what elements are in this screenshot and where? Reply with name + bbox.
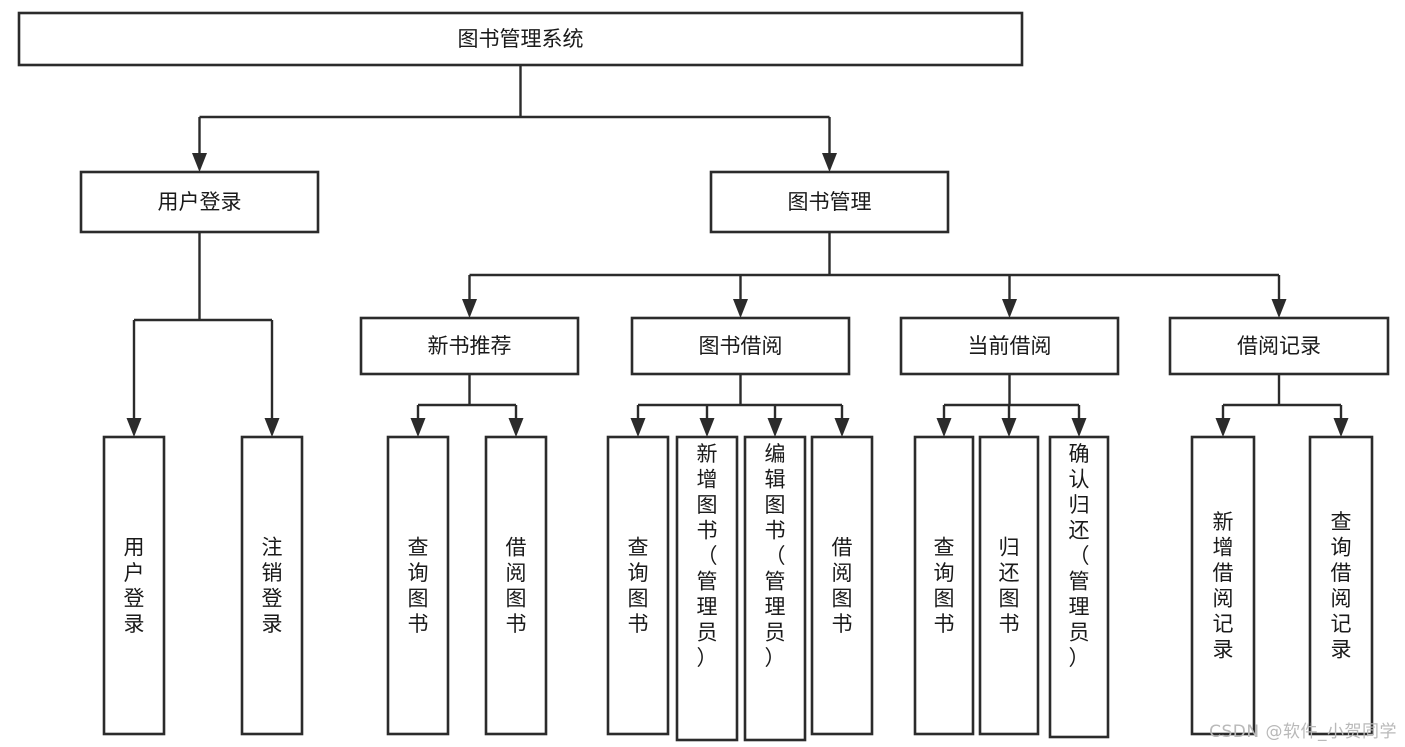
node-cb-return-book-label: 归还图书: [999, 535, 1020, 636]
node-nbr-borrow-book-label: 借阅图书: [506, 535, 527, 636]
node-book-manage[interactable]: 图书管理: [709, 170, 950, 234]
connector-arrowhead: [733, 299, 748, 318]
connector-arrowhead: [264, 418, 280, 437]
node-current-borrow-rect: [899, 316, 1120, 376]
node-br-query-record[interactable]: 查询借阅记录: [1308, 435, 1374, 736]
node-bb-add-book-rect: [675, 435, 739, 742]
node-nbr-borrow-book-rect: [484, 435, 548, 736]
node-br-add-record-label: 新增借阅记录: [1213, 510, 1234, 662]
connector-arrowhead: [462, 299, 477, 318]
node-bb-edit-book[interactable]: 编辑图书（管理员）: [743, 435, 807, 742]
node-br-add-record[interactable]: 新增借阅记录: [1190, 435, 1256, 736]
node-bb-edit-book-label: 编辑图书（管理员）: [765, 442, 786, 670]
node-cb-query-book[interactable]: 查询图书: [913, 435, 975, 736]
node-nbr-query-book-rect: [386, 435, 450, 736]
node-leaf-user-login[interactable]: 用户登录: [102, 435, 166, 736]
connector-arrowhead: [630, 418, 646, 437]
node-cb-confirm-return[interactable]: 确认归还（管理员）: [1048, 435, 1110, 739]
node-book-manage-label: 图书管理: [788, 190, 872, 214]
node-user-login-rect: [79, 170, 320, 234]
node-cb-return-book[interactable]: 归还图书: [978, 435, 1040, 736]
node-book-manage-rect: [709, 170, 950, 234]
node-book-borrow-label: 图书借阅: [699, 334, 783, 358]
connector-arrowhead: [126, 418, 142, 437]
node-borrow-record-label: 借阅记录: [1237, 334, 1321, 358]
node-bb-edit-book-rect: [743, 435, 807, 742]
node-bb-borrow-book-label: 借阅图书: [832, 535, 853, 636]
node-book-borrow[interactable]: 图书借阅: [630, 316, 851, 376]
node-nbr-query-book[interactable]: 查询图书: [386, 435, 450, 736]
connector-arrowhead: [822, 153, 837, 172]
boxes-layer: 图书管理系统用户登录图书管理新书推荐图书借阅当前借阅借阅记录用户登录注销登录查询…: [17, 11, 1390, 742]
node-borrow-record-rect: [1168, 316, 1390, 376]
connector-arrowhead: [1271, 299, 1287, 318]
node-leaf-user-login-rect: [102, 435, 166, 736]
connector-arrowhead: [1071, 418, 1087, 437]
node-bb-query-book-label: 查询图书: [628, 535, 649, 636]
node-new-book-rec-rect: [359, 316, 580, 376]
node-leaf-logout-rect: [240, 435, 304, 736]
node-current-borrow[interactable]: 当前借阅: [899, 316, 1120, 376]
node-br-query-record-rect: [1308, 435, 1374, 736]
node-cb-confirm-return-rect: [1048, 435, 1110, 739]
node-user-login[interactable]: 用户登录: [79, 170, 320, 234]
node-root-system[interactable]: 图书管理系统: [17, 11, 1024, 67]
node-br-query-record-label: 查询借阅记录: [1331, 510, 1352, 662]
node-new-book-rec-label: 新书推荐: [428, 334, 512, 358]
connector-arrowhead: [1215, 418, 1231, 437]
connector-arrowhead: [1333, 418, 1349, 437]
node-leaf-logout-label: 注销登录: [262, 535, 283, 636]
connector-arrowhead: [699, 418, 715, 437]
node-cb-confirm-return-label: 确认归还（管理员）: [1069, 442, 1090, 670]
node-root-system-rect: [17, 11, 1024, 67]
connector-arrowhead: [767, 418, 783, 437]
node-bb-borrow-book-rect: [810, 435, 874, 736]
node-root-system-label: 图书管理系统: [458, 27, 584, 51]
node-nbr-query-book-label: 查询图书: [408, 535, 429, 636]
connector-arrowhead: [1002, 299, 1017, 318]
connector-arrowhead: [834, 418, 850, 437]
node-new-book-rec[interactable]: 新书推荐: [359, 316, 580, 376]
connector-arrowhead: [410, 418, 426, 437]
node-borrow-record[interactable]: 借阅记录: [1168, 316, 1390, 376]
node-leaf-logout[interactable]: 注销登录: [240, 435, 304, 736]
node-bb-query-book-rect: [606, 435, 670, 736]
connectors-layer: [126, 65, 1349, 437]
node-leaf-user-login-label: 用户登录: [124, 535, 145, 636]
node-current-borrow-label: 当前借阅: [968, 334, 1052, 358]
node-book-borrow-rect: [630, 316, 851, 376]
connector-arrowhead: [192, 153, 207, 172]
node-cb-query-book-rect: [913, 435, 975, 736]
connector-arrowhead: [1001, 418, 1017, 437]
connector-arrowhead: [508, 418, 524, 437]
node-user-login-label: 用户登录: [158, 190, 242, 214]
node-bb-add-book-label: 新增图书（管理员）: [697, 442, 718, 670]
connector-arrowhead: [936, 418, 952, 437]
node-br-add-record-rect: [1190, 435, 1256, 736]
node-cb-query-book-label: 查询图书: [934, 535, 955, 636]
node-bb-add-book[interactable]: 新增图书（管理员）: [675, 435, 739, 742]
node-bb-borrow-book[interactable]: 借阅图书: [810, 435, 874, 736]
node-bb-query-book[interactable]: 查询图书: [606, 435, 670, 736]
node-cb-return-book-rect: [978, 435, 1040, 736]
node-nbr-borrow-book[interactable]: 借阅图书: [484, 435, 548, 736]
